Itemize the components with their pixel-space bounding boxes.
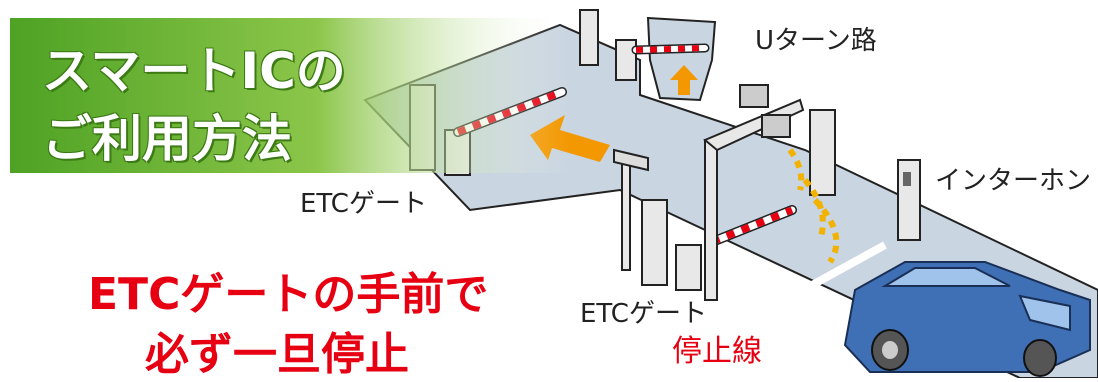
etc-gate-lower-label: ETCゲート <box>580 299 707 329</box>
gantry <box>703 84 805 301</box>
barrier-uturn <box>631 43 710 55</box>
title-line-1: スマートICの <box>42 42 346 100</box>
stop-line-label: 停止線 <box>672 334 762 369</box>
stop-line-mark <box>783 241 887 304</box>
notice-line-1: ETCゲートの手前で <box>88 269 489 320</box>
intercom-post <box>897 159 921 241</box>
uturn-arrow <box>670 65 698 95</box>
pillar-right <box>809 109 836 196</box>
etc-gate-upper-label: ETCゲート <box>300 189 427 219</box>
title-line-2: ご利用方法 <box>42 110 292 168</box>
car <box>843 261 1091 377</box>
uturn-label: Uターン路 <box>755 26 877 56</box>
camera-pole <box>613 148 649 271</box>
etc-signal-waves <box>787 148 840 264</box>
notice-line-2: 必ず一旦停止 <box>145 329 409 380</box>
pillar-top <box>579 9 599 66</box>
pillar-uturn <box>615 39 637 81</box>
pillar-lower-2 <box>675 244 702 291</box>
title-banner: スマートICの ご利用方法 <box>10 18 570 173</box>
uturn-road <box>646 16 717 102</box>
intercom-label: インターホン <box>935 166 1092 196</box>
pillar-lower-1 <box>641 199 668 286</box>
barrier-lower <box>707 205 797 247</box>
